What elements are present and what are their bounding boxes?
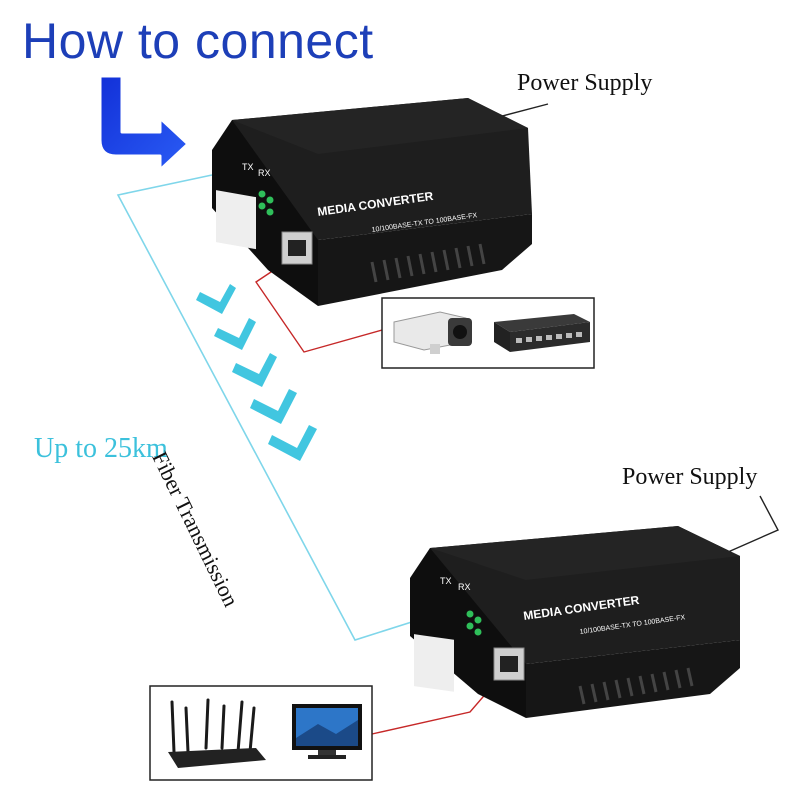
port-tx-bottom: TX	[440, 576, 452, 586]
page-title: How to connect	[22, 13, 374, 69]
peripherals-box-top	[381, 297, 595, 369]
power-supply-label-top: Power Supply	[517, 70, 653, 96]
power-supply-line-bottom	[727, 495, 779, 553]
fiber-port-top	[216, 190, 256, 250]
power-supply-label-bottom: Power Supply	[622, 464, 758, 490]
media-converter-bottom: MEDIA CONVERTER 10/100BASE-TX TO 100BASE…	[410, 526, 740, 718]
network-switch-icon	[494, 314, 590, 352]
fiber-line	[116, 174, 419, 641]
media-converter-top: MEDIA CONVERTER 10/100BASE-TX TO 100BASE…	[212, 98, 532, 306]
wireless-router-icon	[168, 698, 266, 768]
port-rx-top: RX	[258, 168, 271, 178]
port-tx-top: TX	[242, 162, 254, 172]
security-camera-icon	[393, 311, 472, 354]
peripherals-box-bottom	[149, 685, 373, 781]
tv-monitor-icon	[292, 704, 362, 759]
curved-arrow-icon	[98, 74, 190, 172]
fiber-port-bottom	[414, 634, 454, 692]
distance-label: Up to 25km	[34, 433, 168, 464]
fiber-direction-chevrons	[196, 284, 317, 461]
port-rx-bottom: RX	[458, 582, 471, 592]
